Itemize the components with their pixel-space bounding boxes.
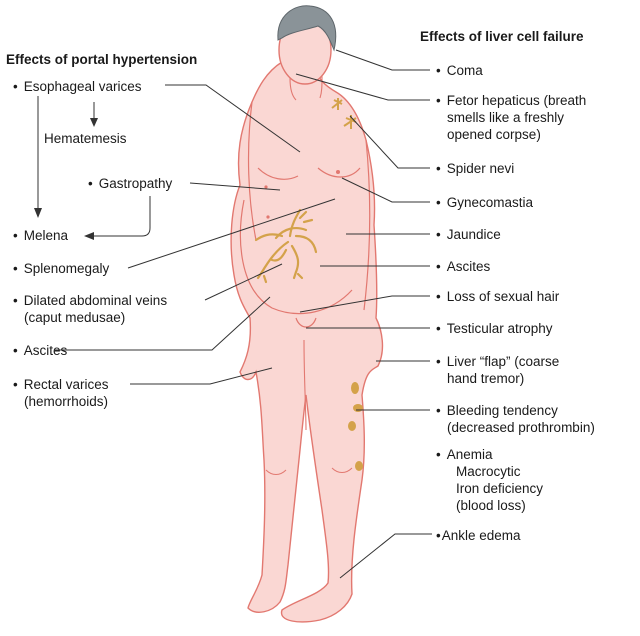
- liver-failure-header: Effects of liver cell failure: [420, 29, 584, 44]
- arrowhead-hematemesis: [90, 118, 98, 127]
- label-spider-nevi: Spider nevi: [436, 160, 515, 177]
- leader-gynecomastia: [341, 177, 430, 203]
- spider-nevi-marks: [331, 98, 357, 129]
- human-figure: [230, 5, 384, 623]
- leader-ascites-left: [55, 296, 271, 351]
- chest-right: [317, 167, 361, 178]
- right-nipple: [336, 170, 340, 174]
- leader-ankle: [339, 533, 432, 579]
- label-esophageal-varices: Esophageal varices: [13, 78, 142, 95]
- label-dilated-abdominal-veins: Dilated abdominal veins (caput medusae): [13, 292, 167, 326]
- arrowhead-melena-down: [34, 208, 42, 218]
- label-rectal-varices: Rectal varices (hemorrhoids): [13, 376, 109, 410]
- navel: [266, 215, 270, 219]
- label-coma: Coma: [436, 62, 483, 79]
- right-arm-fold: [363, 139, 371, 311]
- arrowheads: [34, 118, 98, 240]
- chest-left: [257, 167, 299, 180]
- label-melena: Melena: [13, 227, 68, 244]
- caput-medusae-marks: [254, 208, 318, 284]
- label-gynecomastia: Gynecomastia: [436, 194, 533, 211]
- leader-rectal: [130, 367, 273, 385]
- leader-fetor: [295, 73, 430, 101]
- leader-coma: [335, 49, 430, 71]
- leader-esophageal: [165, 84, 301, 153]
- right-knee: [331, 467, 353, 473]
- label-splenomegaly: Splenomegaly: [13, 260, 110, 277]
- label-anemia: Anemia Macrocytic Iron deficiency (blood…: [436, 446, 543, 514]
- leader-lines: [37, 49, 432, 579]
- leader-dilated-veins: [204, 263, 283, 301]
- label-loss-of-sexual-hair: Loss of sexual hair: [436, 288, 560, 305]
- arrowhead-melena-left: [84, 232, 94, 240]
- anemia-iron-deficiency: Iron deficiency: [456, 481, 544, 496]
- label-gastropathy: Gastropathy: [88, 175, 173, 192]
- body-silhouette: [230, 60, 384, 623]
- label-testicular-atrophy: Testicular atrophy: [436, 320, 553, 337]
- anemia-blood-loss: (blood loss): [456, 498, 526, 513]
- arrow-gastropathy-melena: [92, 196, 151, 237]
- genital-outline: [295, 317, 317, 328]
- left-nipple: [264, 185, 268, 189]
- label-jaundice: Jaundice: [436, 226, 501, 243]
- label-ascites-right: Ascites: [436, 258, 491, 275]
- label-liver-flap: Liver “flap” (coarse hand tremor): [436, 353, 559, 387]
- left-knee: [265, 469, 287, 475]
- label-hematemesis: Hematemesis: [44, 131, 127, 146]
- hair: [277, 5, 337, 52]
- leader-spider: [349, 115, 430, 169]
- anemia-macrocytic: Macrocytic: [456, 464, 521, 479]
- leader-splenomegaly: [127, 198, 336, 269]
- neck-right: [319, 75, 323, 99]
- leader-sexual-hair: [299, 295, 430, 313]
- neck-left: [289, 77, 297, 101]
- label-ascites-left: Ascites: [13, 342, 68, 359]
- leader-gastropathy: [189, 182, 281, 191]
- label-bleeding-tendency: Bleeding tendency (decreased prothrombin…: [436, 402, 595, 436]
- portal-hypertension-header: Effects of portal hypertension: [6, 52, 198, 67]
- label-fetor-hepaticus: Fetor hepaticus (breath smells like a fr…: [436, 92, 586, 143]
- leg-divide: [303, 339, 307, 431]
- label-ankle-edema: •Ankle edema: [436, 528, 521, 543]
